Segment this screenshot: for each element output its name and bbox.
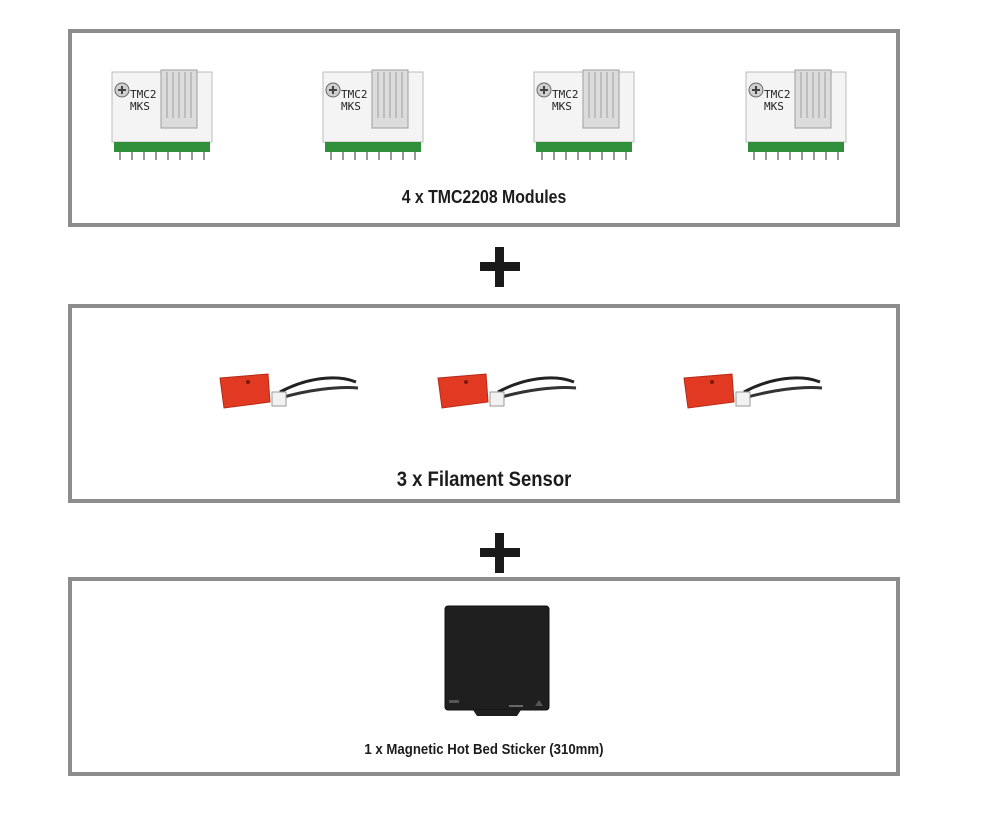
filament-sensor-image	[216, 368, 364, 418]
svg-text:MKS: MKS	[341, 100, 361, 113]
caption-filament-sensor: 3 x Filament Sensor	[396, 468, 572, 491]
panel-tmc2208-modules: TMC2 MKS TMC2 MKS TMC2 MKS	[68, 29, 900, 227]
plus-icon	[480, 533, 520, 573]
tmc2208-module-image: TMC2 MKS	[528, 66, 640, 162]
panel-magnetic-bed-sticker: 1 x Magnetic Hot Bed Sticker (310mm)	[68, 577, 900, 776]
svg-text:TMC2: TMC2	[341, 88, 368, 101]
tmc2208-module-image: TMC2 MKS	[740, 66, 852, 162]
svg-text:TMC2: TMC2	[764, 88, 791, 101]
svg-text:TMC2: TMC2	[552, 88, 579, 101]
panel-filament-sensors: 3 x Filament Sensor	[68, 304, 900, 503]
svg-text:MKS: MKS	[552, 100, 572, 113]
caption-magnetic-bed-sticker: 1 x Magnetic Hot Bed Sticker (310mm)	[364, 741, 604, 758]
tmc2208-module-image: TMC2 MKS	[106, 66, 218, 162]
svg-text:TMC2: TMC2	[130, 88, 157, 101]
plus-icon	[480, 247, 520, 287]
svg-text:MKS: MKS	[764, 100, 784, 113]
magnetic-bed-sticker-image	[443, 604, 551, 720]
filament-sensor-image	[680, 368, 828, 418]
svg-text:MKS: MKS	[130, 100, 150, 113]
caption-tmc2208-modules: 4 x TMC2208 Modules	[401, 187, 567, 207]
filament-sensor-image	[434, 368, 582, 418]
tmc2208-module-image: TMC2 MKS	[317, 66, 429, 162]
